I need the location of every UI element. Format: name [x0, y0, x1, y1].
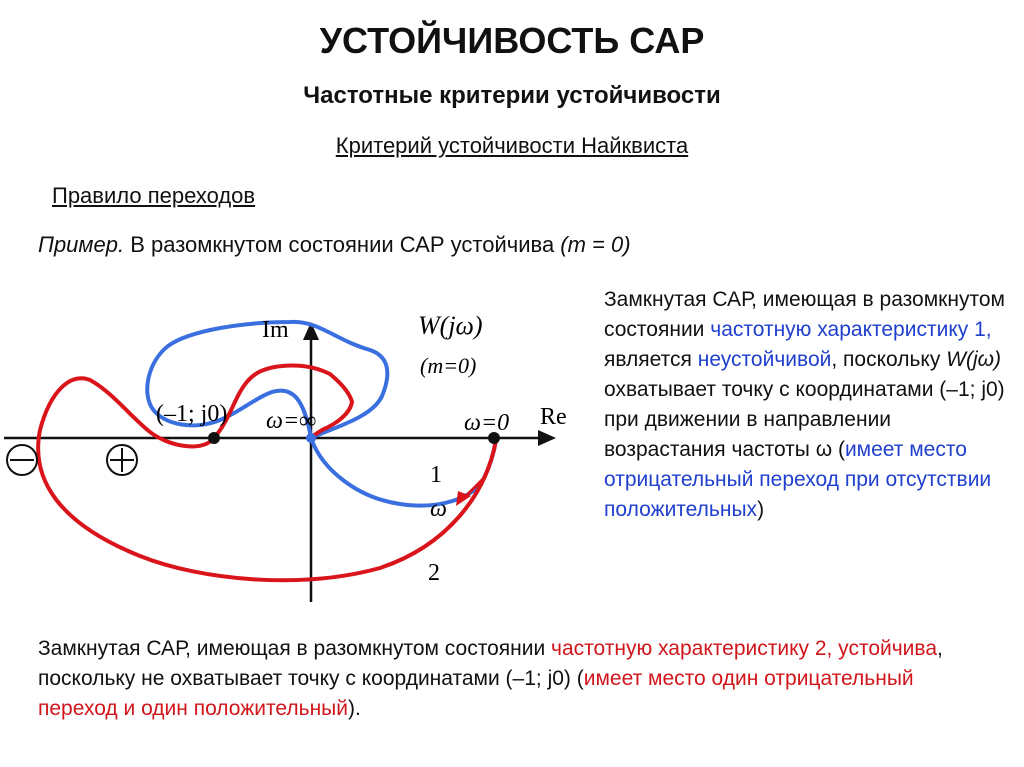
side-text-9: ) [757, 498, 765, 521]
label-omega-zero: ω=0 [464, 410, 509, 436]
omega-inf-point [306, 433, 316, 443]
nyquist-diagram: Im Re W(jω) (m=0) (–1; j0) ω=∞ ω=0 1 2 ω [4, 311, 567, 602]
side-text-7: охватывает точку с координатами (–1; j0)… [604, 378, 1005, 461]
label-curve-1: 1 [430, 462, 442, 488]
side-text-5: , поскольку [831, 348, 947, 371]
side-text-3: является [604, 348, 698, 371]
side-text-2: частотную характеристику 1, [710, 318, 992, 341]
label-omega-arrow: ω [430, 496, 447, 522]
side-text-8: имеет место отрицательный переход при от… [604, 438, 992, 521]
example-line: Пример. В разомкнутом состоянии САР усто… [38, 232, 631, 258]
bottom-text-1: Замкнутая САР, имеющая в разомкнутом сос… [38, 637, 552, 660]
bottom-text-3: , поскольку не охватывает точку с коорди… [38, 637, 943, 690]
side-text-6: W(jω) [946, 348, 1002, 371]
side-text-4: неустойчивой [697, 348, 832, 371]
omega-zero-point [488, 432, 500, 444]
re-axis-arrow [538, 430, 556, 446]
direction-arrow-head [456, 491, 471, 506]
curve-2 [36, 363, 498, 583]
criterion-heading: Критерий устойчивости Найквиста [0, 133, 1024, 159]
label-omega-inf: ω=∞ [266, 408, 316, 434]
example-prefix: Пример. [38, 232, 125, 257]
bottom-text-4: имеет место один отрицательный переход и… [38, 667, 914, 720]
plus-circle-icon [106, 444, 138, 476]
critical-point [208, 432, 220, 444]
label-im: Im [262, 317, 289, 343]
minus-circle-icon [6, 444, 38, 476]
im-axis-arrow [303, 322, 319, 340]
label-point: (–1; j0) [156, 401, 227, 427]
page-subtitle: Частотные критерии устойчивости [303, 82, 721, 109]
rule-heading: Правило переходов [52, 183, 256, 208]
example-text: В разомкнутом состоянии САР устойчива [124, 232, 561, 257]
criterion-text: Критерий устойчивости Найквиста [335, 133, 689, 158]
page-title: УСТОЙЧИВОСТЬ САР [319, 20, 705, 61]
example-condition: (m = 0) [560, 232, 631, 257]
bottom-text-2: частотную характеристику 2, устойчива [551, 637, 938, 660]
bottom-text-5: ). [348, 697, 361, 720]
label-re: Re [540, 404, 567, 430]
curve-1 [145, 319, 390, 440]
side-explanation: Замкнутая САР, имеющая в разомкнутом сос… [604, 285, 1014, 525]
label-m: (m=0) [420, 353, 476, 378]
bottom-explanation: Замкнутая САР, имеющая в разомкнутом сос… [38, 634, 998, 724]
label-curve-2: 2 [428, 560, 440, 586]
side-text-1: Замкнутая САР, имеющая в разомкнутом сос… [604, 288, 1005, 341]
label-w: W(jω) [418, 311, 483, 340]
